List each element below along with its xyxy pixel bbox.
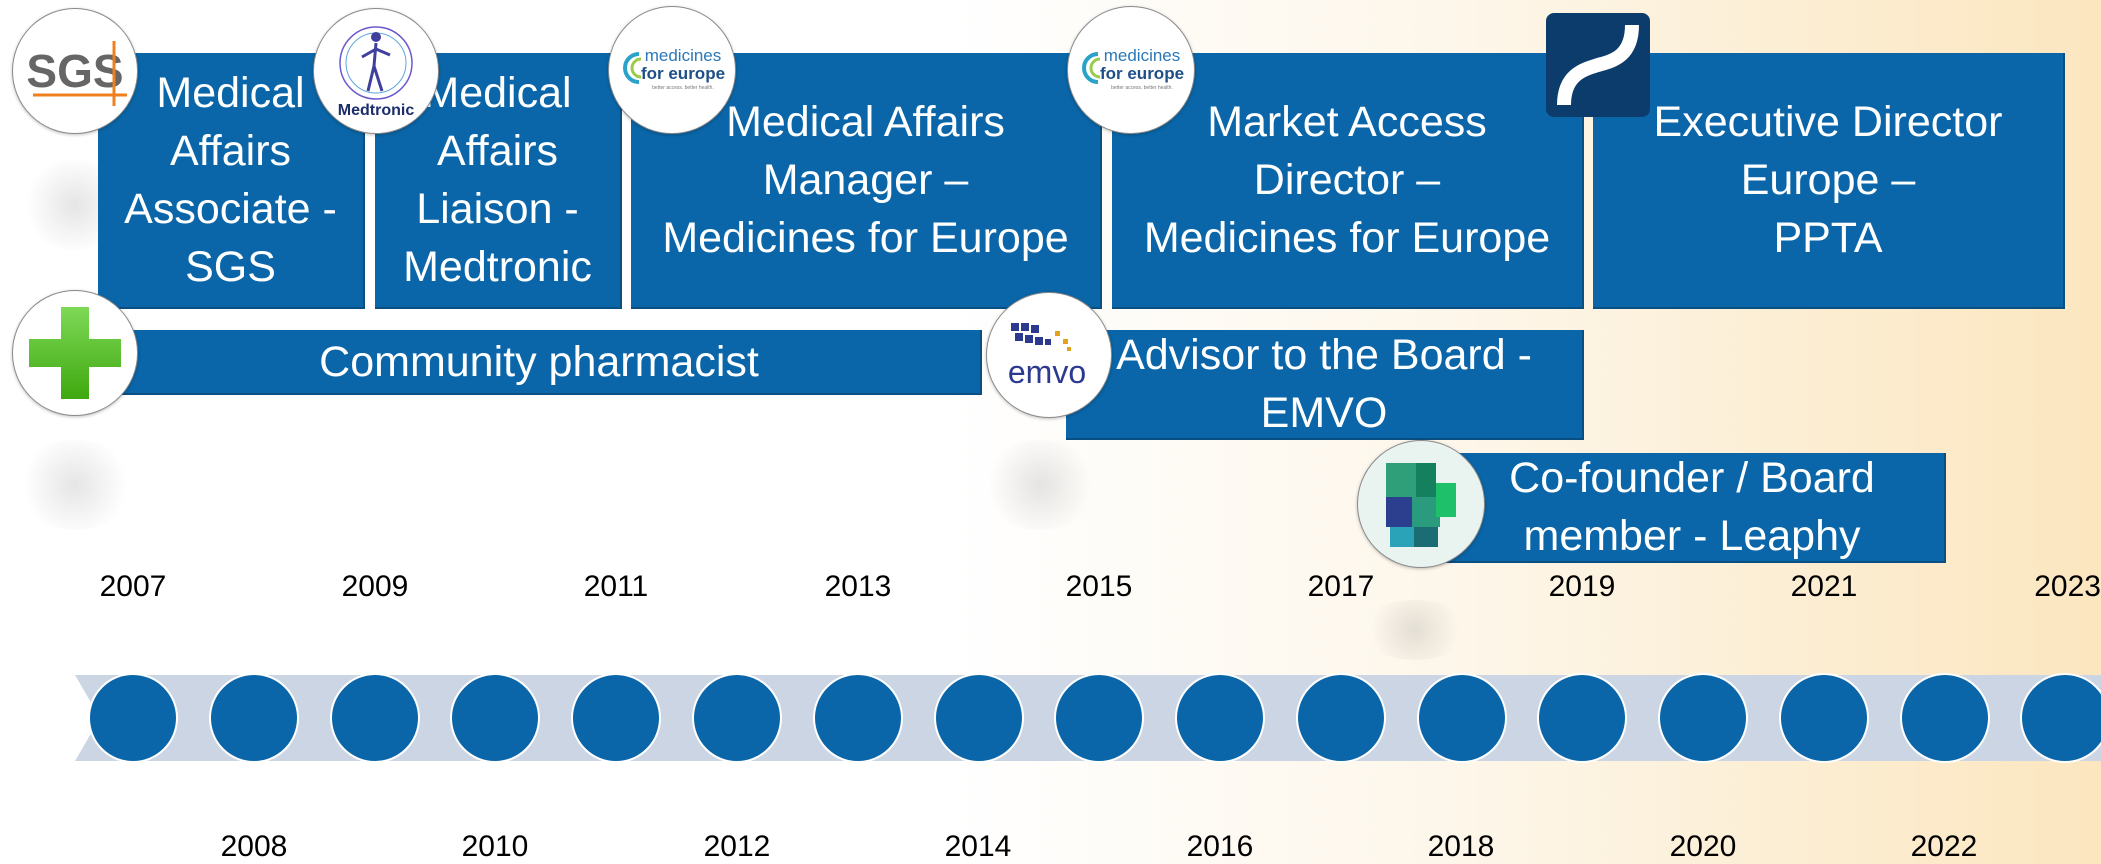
decor-shadow [1360,600,1470,660]
role-ppta: Executive Director Europe – PPTA [1593,53,2065,309]
mfe-logo-2-line1: medicines [1104,46,1181,65]
medtronic-logo: Medtronic [313,8,439,134]
timeline-dot [934,673,1024,763]
role-leaphy: Co-founder / Board member - Leaphy [1440,453,1946,563]
timeline-dot [1537,673,1627,763]
pharmacy-logo [12,290,138,416]
mfe-logo-tagline: better access. better health. [652,85,714,91]
mfe-logo-line2: for europe [641,64,725,83]
year-label: 2019 [1548,570,1616,603]
timeline-dot [692,673,782,763]
timeline-dot [209,673,299,763]
timeline-dot [1417,673,1507,763]
timeline-dot [1054,673,1144,763]
year-label: 2012 [703,830,771,863]
emvo-logo-text: emvo [1008,354,1086,390]
decor-shadow [15,440,135,530]
year-label: 2020 [1669,830,1737,863]
leaphy-logo [1357,440,1485,568]
decor-shadow [980,440,1100,530]
timeline-dot [330,673,420,763]
year-label: 2011 [583,570,649,603]
medicines-for-europe-logo-icon: medicines for europe better access. bett… [623,46,725,91]
mfe-logo-2-line2: for europe [1100,64,1184,83]
timeline-dot [88,673,178,763]
year-label: 2008 [220,830,288,863]
role-medtronic-label: Medical Affairs Liaison - Medtronic [403,69,592,291]
year-label: 2013 [824,570,892,603]
role-mfe-manager-label: Medical Affairs Manager – Medicines for … [662,98,1069,262]
sgs-logo-icon: SGS [26,41,127,106]
medtronic-logo-icon: Medtronic [338,26,415,119]
role-ppta-label: Executive Director Europe – PPTA [1653,98,2003,262]
role-sgs-label: Medical Affairs Associate - SGS [124,69,337,291]
year-label: 2015 [1065,570,1133,603]
year-label: 2023 [2034,570,2101,603]
timeline-dot [1296,673,1386,763]
year-label: 2016 [1186,830,1254,863]
timeline-dot [1658,673,1748,763]
emvo-logo-icon: emvo [1008,323,1086,390]
medicines-for-europe-logo-2-icon: medicines for europe better access. bett… [1082,46,1184,91]
role-leaphy-label: Co-founder / Board member - Leaphy [1509,454,1875,560]
leaphy-logo-icon [1386,463,1456,547]
role-pharmacist-label: Community pharmacist [319,337,759,386]
role-mfe-director-label: Market Access Director – Medicines for E… [1143,98,1551,262]
mfe-logo-2-tagline: better access. better health. [1111,85,1173,91]
role-emvo-label: Advisor to the Board - EMVO [1116,331,1532,437]
year-label: 2010 [461,830,529,863]
emvo-logo: emvo [986,292,1112,418]
timeline-dot [1779,673,1869,763]
medicines-for-europe-logo-2: medicines for europe better access. bett… [1067,6,1195,134]
year-label: 2021 [1790,570,1858,603]
medtronic-logo-text: Medtronic [338,102,415,119]
timeline-dot [1900,673,1990,763]
year-label: 2017 [1307,570,1375,603]
timeline-dot [813,673,903,763]
year-label: 2009 [341,570,409,603]
role-pharmacist: Community pharmacist [98,330,982,395]
year-label: 2014 [944,830,1012,863]
ppta-logo [1546,13,1650,117]
sgs-logo: SGS [12,8,138,134]
role-mfe-director: Market Access Director – Medicines for E… [1112,53,1584,309]
year-label: 2022 [1910,830,1978,863]
year-label: 2007 [99,570,167,603]
timeline-dot [571,673,661,763]
timeline-dot [2020,673,2101,763]
pharmacy-cross-icon [29,307,121,399]
mfe-logo-line1: medicines [645,46,722,65]
ppta-wave-icon [1557,24,1639,106]
medicines-for-europe-logo: medicines for europe better access. bett… [608,6,736,134]
sgs-logo-text: SGS [26,45,123,97]
year-label: 2018 [1427,830,1495,863]
role-emvo: Advisor to the Board - EMVO [1066,330,1584,440]
timeline-dot [1175,673,1265,763]
timeline-dot [450,673,540,763]
